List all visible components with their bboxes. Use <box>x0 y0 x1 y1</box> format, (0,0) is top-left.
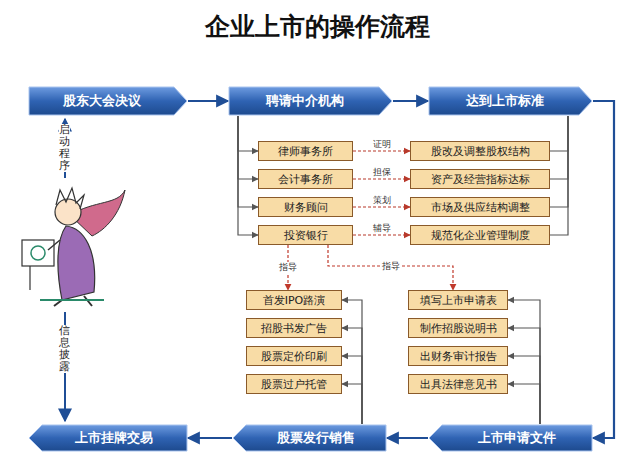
node-text: 投资银行 <box>284 228 328 243</box>
connector <box>238 116 258 179</box>
connector <box>238 116 258 235</box>
connector <box>387 437 428 439</box>
task-box: 填写上市申请表 <box>408 290 508 310</box>
flow-step-banner: 上市挂牌交易 <box>28 424 188 452</box>
task-box: 制作招股说明书 <box>408 318 508 338</box>
task-box: 股改及调整股权结构 <box>410 141 550 161</box>
connector <box>508 328 540 424</box>
node-text: 出具法律意见书 <box>420 377 497 392</box>
connector <box>238 116 258 151</box>
diagram-title: 企业上市的操作流程 <box>0 10 634 43</box>
task-box: 会计事务所 <box>258 169 353 189</box>
connector <box>342 300 362 424</box>
connector <box>342 356 362 424</box>
edge-label: 担保 <box>372 167 392 178</box>
node-text: 资产及经营指标达标 <box>431 172 530 187</box>
edge-label: 辅导 <box>372 223 392 234</box>
connector <box>508 356 540 424</box>
task-box: 律师事务所 <box>258 141 353 161</box>
connector <box>353 234 410 235</box>
connector <box>353 150 410 151</box>
flow-step-banner: 达到上市标准 <box>428 86 593 116</box>
connector <box>550 116 568 179</box>
task-box: 出财务审计报告 <box>408 346 508 366</box>
task-box: 财务顾问 <box>258 197 353 217</box>
connector <box>393 100 428 102</box>
task-box: 规范化企业管理制度 <box>410 225 550 245</box>
node-text: 市场及供应结构调整 <box>431 200 530 215</box>
edge-label: 指导 <box>381 261 401 272</box>
node-text: 股票过户托管 <box>261 377 327 392</box>
connector <box>550 116 568 207</box>
task-box: 投资银行 <box>258 225 353 245</box>
connector <box>550 116 568 235</box>
node-text: 上市申请文件 <box>478 429 556 447</box>
flow-step-banner: 股东大会决议 <box>28 86 188 116</box>
edge-label: 指导 <box>278 262 298 273</box>
task-box: 股票定价印刷 <box>246 346 342 366</box>
flow-step-banner: 聘请中介机构 <box>228 86 393 116</box>
side-label: 启动程序 <box>59 124 70 172</box>
cartoon-figure <box>22 188 125 306</box>
node-text: 股票发行销售 <box>277 429 355 447</box>
connector <box>550 116 568 151</box>
edge-label: 策划 <box>372 195 392 206</box>
node-text: 聘请中介机构 <box>266 92 344 110</box>
node-text: 财务顾问 <box>284 200 328 215</box>
flow-step-banner: 上市申请文件 <box>428 424 593 452</box>
connector <box>342 328 362 424</box>
flow-step-banner: 股票发行销售 <box>232 424 387 452</box>
connector <box>188 437 232 439</box>
connector <box>353 178 410 179</box>
node-text: 制作招股说明书 <box>420 321 497 336</box>
node-text: 股东大会决议 <box>63 92 141 110</box>
task-box: 出具法律意见书 <box>408 374 508 394</box>
task-box: 股票过户托管 <box>246 374 342 394</box>
task-box: 首发IPO路演 <box>246 290 342 310</box>
connector <box>328 245 453 290</box>
node-text: 招股书发广告 <box>261 321 327 336</box>
side-label: 信息披露 <box>59 325 70 373</box>
task-box: 资产及经营指标达标 <box>410 169 550 189</box>
node-text: 会计事务所 <box>278 172 333 187</box>
connector <box>353 206 410 207</box>
node-text: 出财务审计报告 <box>420 349 497 364</box>
node-text: 填写上市申请表 <box>420 293 497 308</box>
node-text: 达到上市标准 <box>466 92 544 110</box>
node-text: 律师事务所 <box>278 144 333 159</box>
connector <box>188 100 228 102</box>
task-box: 招股书发广告 <box>246 318 342 338</box>
connector <box>342 384 362 424</box>
node-text: 股票定价印刷 <box>261 349 327 364</box>
node-text: 首发IPO路演 <box>263 293 326 308</box>
node-text: 规范化企业管理制度 <box>431 228 530 243</box>
connector <box>508 384 540 424</box>
connector <box>508 300 540 424</box>
node-text: 股改及调整股权结构 <box>431 144 530 159</box>
connector <box>593 101 614 438</box>
node-text: 上市挂牌交易 <box>75 429 153 447</box>
edge-label: 证明 <box>372 139 392 150</box>
connector <box>238 116 258 207</box>
task-box: 市场及供应结构调整 <box>410 197 550 217</box>
